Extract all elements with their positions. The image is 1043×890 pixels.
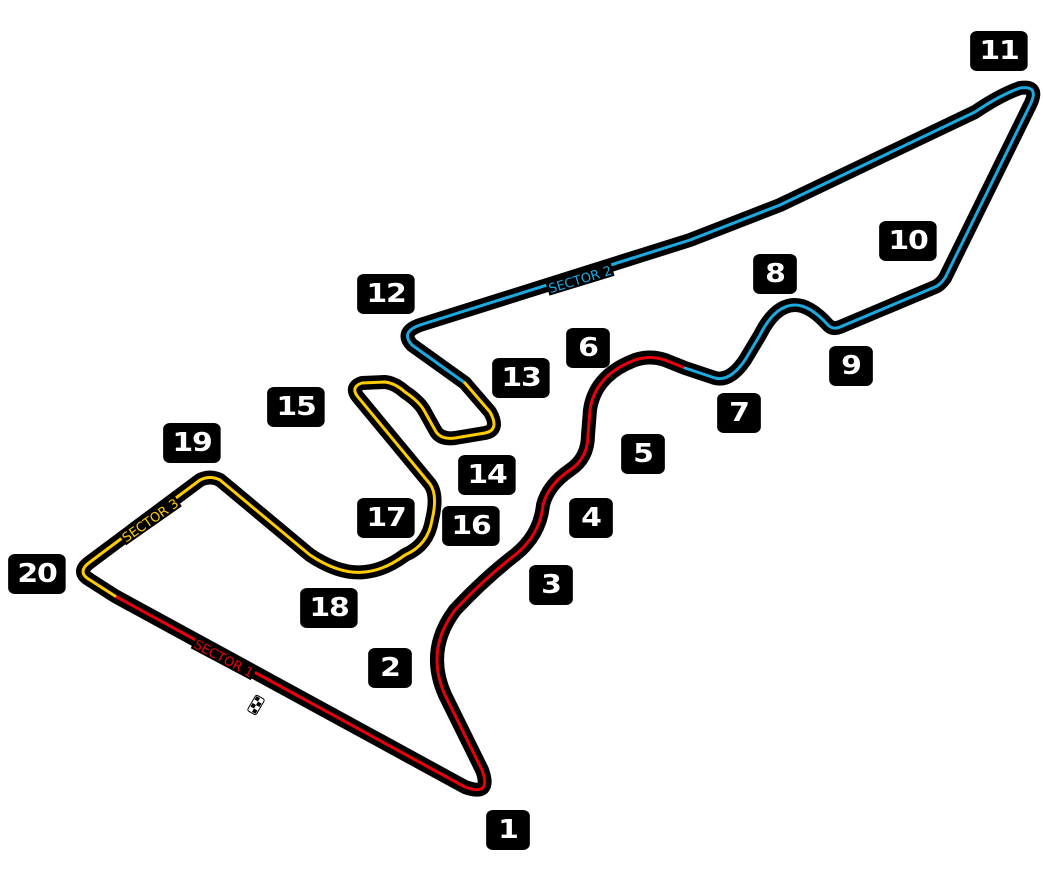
- turn-10-marker: 10: [879, 221, 937, 261]
- checkered-flag-icon: [247, 694, 265, 716]
- sector-3-label: SECTOR 3: [120, 496, 182, 546]
- track-outline: [76, 80, 1041, 797]
- turn-9-marker: 9: [829, 346, 873, 386]
- turn-19-marker: 19: [163, 423, 221, 463]
- turn-14-marker: 14: [458, 455, 516, 495]
- turn-16-marker: 16: [442, 506, 500, 546]
- turn-6-marker: 6: [566, 328, 610, 368]
- turn-1-marker: 1: [486, 810, 530, 850]
- turn-4-marker: 4: [569, 498, 613, 538]
- turn-13-marker: 13: [492, 358, 550, 398]
- turn-2-marker: 2: [368, 648, 412, 688]
- turn-8-marker: 8: [753, 254, 797, 294]
- turn-20-marker: 20: [8, 554, 66, 594]
- sector-2-line: [406, 86, 1035, 385]
- sector-1-label-group: SECTOR 1: [190, 634, 258, 681]
- turn-12-marker: 12: [357, 274, 415, 314]
- sector-3-label-group: SECTOR 3: [117, 493, 182, 546]
- sector-1-label: SECTOR 1: [191, 637, 256, 681]
- turn-15-marker: 15: [267, 387, 325, 427]
- turn-18-marker: 18: [300, 588, 358, 628]
- turn-17-marker: 17: [357, 498, 415, 538]
- sector-1-line: [113, 356, 687, 792]
- turn-3-marker: 3: [529, 565, 573, 605]
- turn-5-marker: 5: [621, 434, 665, 474]
- sector-3-line: [81, 380, 496, 598]
- turn-7-marker: 7: [717, 393, 761, 433]
- sector-2-label-group: SECTOR 2: [545, 261, 615, 297]
- turn-11-marker: 11: [970, 31, 1028, 71]
